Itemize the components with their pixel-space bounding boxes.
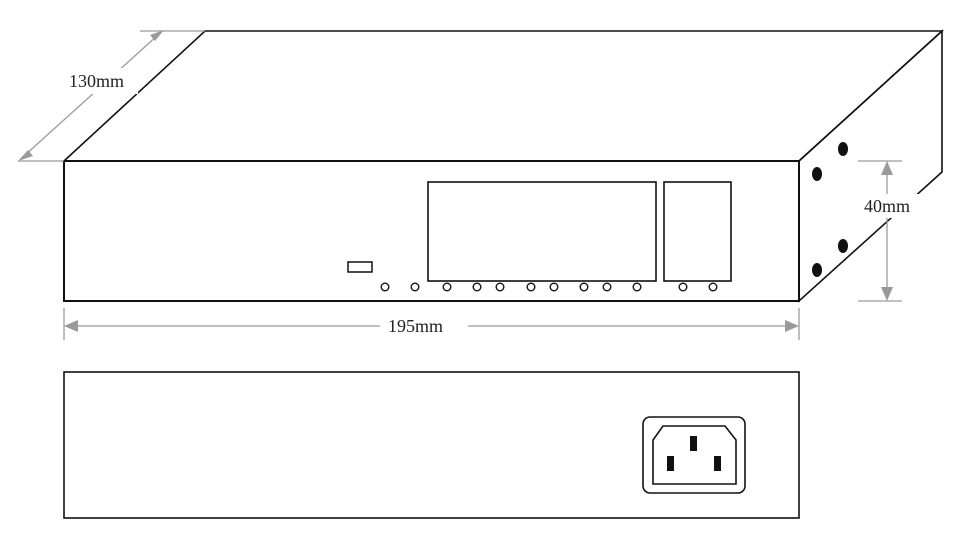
- height-label: 40mm: [864, 196, 910, 216]
- power-inlet: [642, 416, 746, 494]
- power-switch: [347, 261, 373, 273]
- side-screw: [812, 167, 822, 181]
- port-block-small: [663, 181, 732, 282]
- arrow-head: [881, 161, 893, 175]
- enclosure-top-face: [61, 30, 945, 162]
- status-led: [380, 282, 390, 292]
- status-led: [410, 282, 420, 292]
- port-led: [472, 282, 482, 292]
- port-led: [579, 282, 589, 292]
- depth-label: 130mm: [69, 71, 124, 91]
- port-led: [549, 282, 559, 292]
- power-pin: [714, 456, 721, 471]
- port-led: [708, 282, 718, 292]
- port-led: [442, 282, 452, 292]
- dimension-line: [23, 34, 159, 157]
- arrow-head: [18, 150, 33, 161]
- power-pin: [667, 456, 674, 471]
- arrow-head: [881, 287, 893, 301]
- port-led: [602, 282, 612, 292]
- power-pin: [690, 436, 697, 451]
- side-screw: [812, 263, 822, 277]
- front-panel-leds: [380, 282, 718, 292]
- side-screw: [838, 239, 848, 253]
- dimension-depth: [18, 30, 205, 162]
- power-inlet-socket: [652, 425, 737, 485]
- front-panel: [63, 160, 800, 302]
- port-led: [526, 282, 536, 292]
- side-screw: [838, 142, 848, 156]
- enclosure-3d: [61, 29, 945, 303]
- front-panel-details: [347, 181, 732, 282]
- port-block-large: [427, 181, 657, 282]
- dimension-width: [63, 308, 800, 340]
- width-label: 195mm: [388, 316, 443, 336]
- port-led: [495, 282, 505, 292]
- arrow-head: [150, 30, 164, 41]
- label-background: [862, 194, 920, 218]
- port-led: [632, 282, 642, 292]
- port-led: [678, 282, 688, 292]
- dimension-height: [858, 160, 902, 302]
- arrow-head: [64, 320, 78, 332]
- arrow-head: [785, 320, 799, 332]
- enclosure-side-face: [798, 29, 943, 303]
- label-background: [66, 68, 138, 94]
- rear-panel: [63, 371, 800, 519]
- power-inlet-bezel: [642, 416, 746, 494]
- side-screws: [812, 142, 848, 277]
- rear-panel-outline: [63, 371, 800, 519]
